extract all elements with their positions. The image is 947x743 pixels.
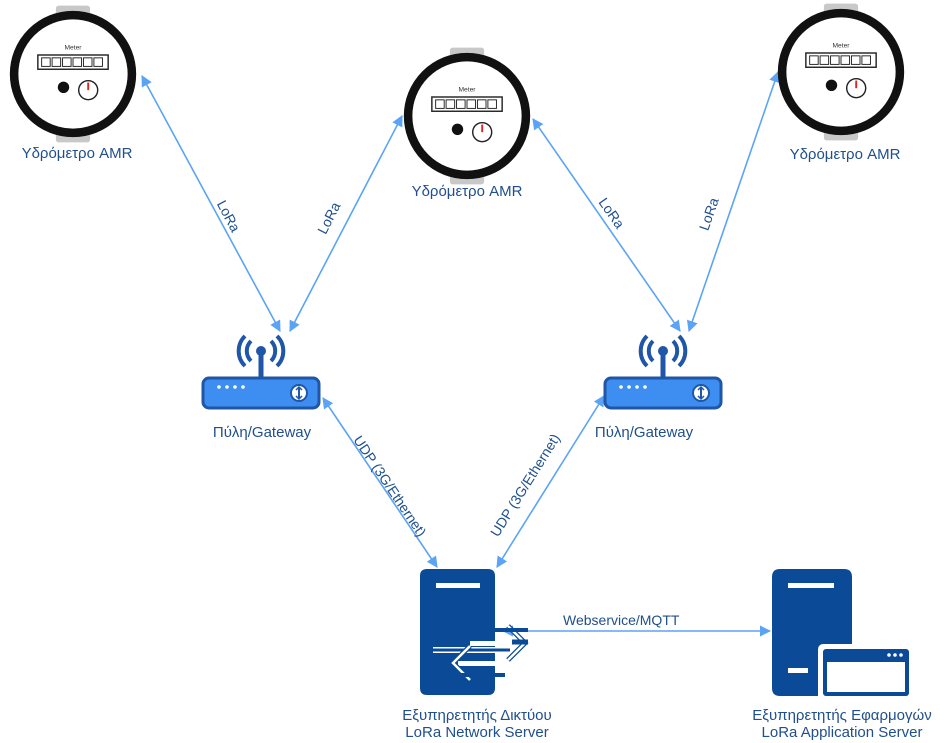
application-server-label: Εξυπηρετητής Εφαρμογών LoRa Application …	[752, 707, 931, 741]
network-server-label-line1: Εξυπηρετητής Δικτύου	[402, 707, 552, 724]
meter-screen-text: Meter	[65, 44, 83, 51]
edge-gateway-left-network	[322, 397, 438, 568]
network-server-label: Εξυπηρετητής Δικτύου LoRa Network Server	[402, 707, 551, 741]
network-server-label-line2: LoRa Network Server	[405, 724, 549, 741]
edge-label-webservice: Webservice/MQTT	[563, 612, 680, 628]
meter-right-label: Υδρόμετρο AMR	[789, 146, 901, 163]
meter-right: Meter	[782, 4, 900, 141]
meter-screen-text: Meter	[833, 42, 851, 49]
network-server-icon	[420, 569, 529, 695]
application-server-label-line1: Εξυπηρετητής Εφαρμογών	[752, 707, 932, 724]
meter-left-label: Υδρόμετρο AMR	[21, 145, 133, 162]
gateway-right-label: Πύλη/Gateway	[594, 424, 694, 441]
application-server-label-line2: LoRa Application Server	[761, 724, 923, 741]
edge-meter-center-gateway-right	[532, 118, 681, 332]
edge-meter-left-gateway-left	[141, 75, 281, 332]
meter-screen-text: Meter	[459, 86, 477, 93]
application-server-icon	[772, 569, 914, 701]
gateway-left-label: Πύλη/Gateway	[212, 424, 312, 441]
edge-meter-right-gateway-right	[686, 70, 781, 333]
meter-center-label: Υδρόμετρο AMR	[411, 183, 523, 200]
gateway-right	[603, 334, 723, 410]
meter-left: Meter	[14, 6, 132, 143]
edge-meter-center-gateway-left	[289, 115, 403, 332]
edge-gateway-right-network	[496, 395, 605, 568]
connectors	[141, 70, 781, 637]
gateway-left	[201, 334, 321, 410]
meter-center: Meter	[408, 48, 526, 185]
